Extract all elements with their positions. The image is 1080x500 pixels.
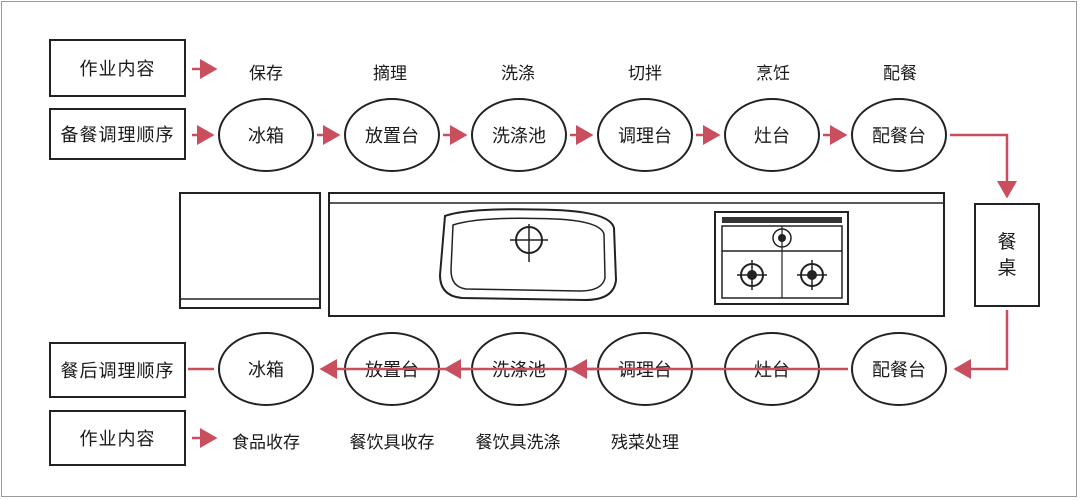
arrow-serve-to-table (950, 133, 1017, 199)
task-label-leftover-disposal: 残菜处理 (611, 433, 679, 453)
task-label-pick: 摘理 (373, 64, 407, 84)
fridge-icon (179, 192, 321, 309)
task-label-food-storage: 食品收存 (232, 433, 300, 453)
after-meal-sequence-box: 餐后调理顺序 (49, 342, 186, 398)
station-fridge-bottom: 冰箱 (218, 332, 314, 406)
kitchen-counter-icon (328, 192, 945, 317)
task-label-dish-storage: 餐饮具收存 (349, 433, 435, 453)
arrow-table-to-serve (953, 310, 1009, 379)
station-stove-top: 灶台 (724, 98, 820, 172)
task-label-serve: 配餐 (883, 64, 917, 84)
sink-icon (438, 208, 618, 302)
task-label-cook: 烹饪 (756, 64, 790, 84)
dining-table-char-1: 餐 (997, 231, 1017, 253)
station-prep-counter-top: 调理台 (597, 98, 693, 172)
station-placing-counter-top: 放置台 (344, 98, 440, 172)
station-fridge-top: 冰箱 (218, 98, 314, 172)
dining-table-char-2: 桌 (997, 257, 1017, 279)
station-serving-counter-top: 配餐台 (851, 98, 947, 172)
prep-sequence-box: 备餐调理顺序 (49, 108, 186, 160)
dining-table-box: 餐 桌 (974, 203, 1040, 307)
work-content-box-bottom: 作业内容 (49, 410, 186, 466)
task-label-wash: 洗涤 (501, 64, 535, 84)
work-content-box-top: 作业内容 (49, 39, 186, 97)
station-serving-counter-bottom: 配餐台 (851, 332, 947, 406)
station-sink-top: 洗涤池 (471, 98, 567, 172)
task-label-dish-washing: 餐饮具洗涤 (475, 433, 561, 453)
stove-icon (714, 211, 849, 305)
task-label-cut: 切拌 (628, 64, 662, 84)
task-label-save: 保存 (249, 64, 283, 84)
